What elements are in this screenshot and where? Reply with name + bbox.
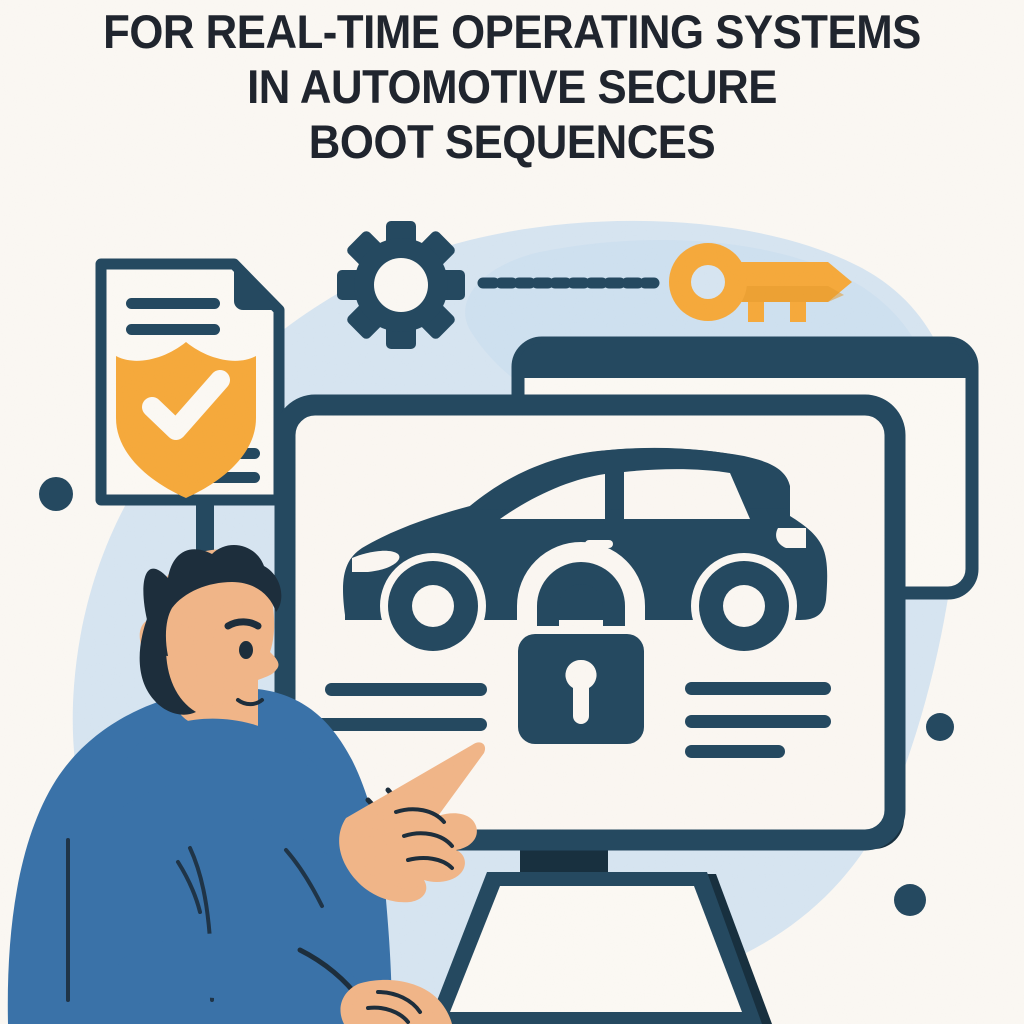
illustration-artwork bbox=[0, 0, 1024, 1024]
grain-overlay bbox=[0, 0, 1024, 1024]
illustration-canvas: FOR REAL-TIME OPERATING SYSTEMS IN AUTOM… bbox=[0, 0, 1024, 1024]
